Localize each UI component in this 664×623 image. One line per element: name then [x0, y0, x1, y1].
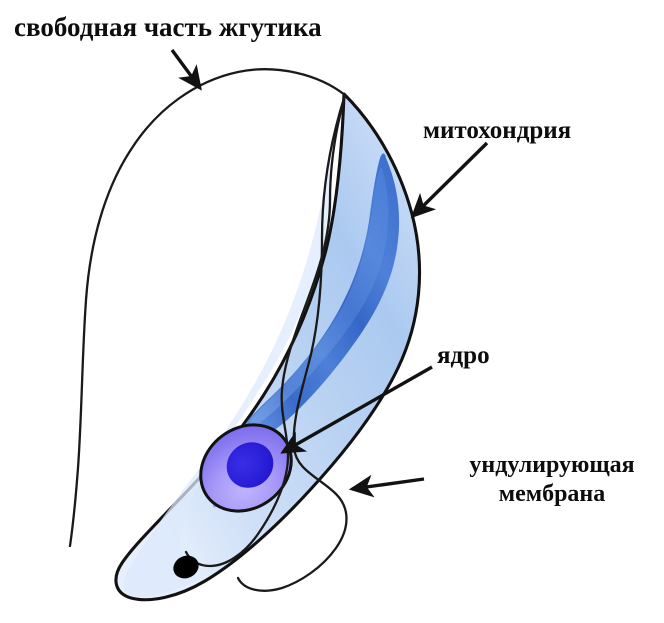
- mitochondrion-highlight: [249, 168, 389, 427]
- free-flagellum-arrow: [170, 48, 202, 91]
- label-free-flagellum: свободная часть жгутика: [14, 12, 322, 42]
- mitochondrion-arrow: [410, 141, 489, 219]
- attached-flagellum: [184, 93, 347, 568]
- free-flagellum: [68, 68, 347, 548]
- label-undulating-membrane-line2: мембрана: [499, 481, 606, 507]
- nucleolus: [226, 442, 274, 488]
- label-mitochondrion: митохондрия: [423, 117, 571, 144]
- nucleus-arrow: [280, 365, 433, 454]
- kinetoplast: [173, 555, 199, 579]
- cytoplasm-highlight: [123, 150, 332, 597]
- label-nucleus: ядро: [437, 342, 490, 369]
- undulating-membrane-arrow: [348, 474, 425, 498]
- cell-body: [114, 92, 422, 602]
- label-undulating-membrane-line1: ундулирующая: [469, 452, 634, 478]
